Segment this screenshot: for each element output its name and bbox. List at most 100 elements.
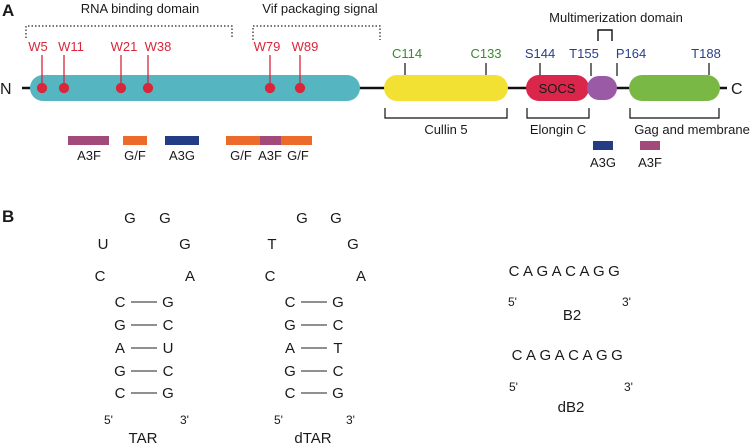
a3f-bar-1	[68, 136, 109, 145]
gf-bar-3	[281, 136, 312, 145]
dtar-stem-left-5: C	[285, 385, 296, 402]
dtar-loop-c: C	[265, 268, 276, 285]
tar-loop-a: A	[185, 268, 195, 285]
a3f-label-2: A3F	[258, 148, 282, 163]
p164-label: P164	[616, 46, 646, 61]
c133-label: C133	[470, 46, 501, 61]
tar-loop-g3: G	[179, 236, 191, 253]
w5-label: W5	[28, 39, 48, 54]
w11-marker	[58, 82, 70, 94]
cullin-binding-domain	[384, 75, 508, 101]
tar-stem-left-2: G	[114, 317, 126, 334]
c114-label: C114	[392, 46, 422, 61]
rna-binding-bracket	[25, 25, 233, 38]
socs-box	[526, 75, 589, 101]
dtar-stem-left-2: G	[284, 317, 296, 334]
w79-label: W79	[254, 39, 281, 54]
a3f-bar-3	[640, 141, 660, 150]
dtar-stem-left-3: A	[285, 340, 295, 357]
t155-label: T155	[569, 46, 599, 61]
tar-name: TAR	[129, 430, 158, 447]
dtar-stem-right-2: C	[333, 317, 344, 334]
db2-sequence: CAGACAGG	[512, 347, 627, 364]
tar-hairpin: G G U G C A C G A G C G C U C G	[95, 210, 195, 402]
b2-name: B2	[563, 307, 581, 324]
tar-loop-g2: G	[159, 210, 171, 227]
dtar-stem-right-1: G	[332, 294, 344, 311]
tar-loop-g1: G	[124, 210, 136, 227]
dtar-hairpin: G G T G C A C G A G C G C T C G	[265, 210, 366, 402]
n-terminus: N	[0, 81, 12, 98]
rna-binding-domain	[30, 75, 360, 101]
multimerization-motif	[587, 76, 617, 100]
dtar-stem-right-3: T	[333, 340, 342, 357]
b2-3prime: 3'	[622, 295, 631, 309]
tar-stem-right-1: G	[162, 294, 174, 311]
multimerization-bracket	[597, 29, 613, 41]
tar-3prime: 3'	[180, 413, 189, 427]
panel-a-label: A	[2, 1, 14, 20]
gf-label-3: G/F	[287, 148, 309, 163]
vif-packaging-bracket	[252, 25, 381, 40]
elonginc-bracket	[526, 108, 590, 119]
db2-name: dB2	[558, 399, 585, 416]
b2-5prime: 5'	[508, 295, 517, 309]
cullin5-label: Cullin 5	[424, 122, 467, 137]
dtar-loop-t: T	[267, 236, 276, 253]
b2-sequence: CAGACAGG	[509, 263, 624, 280]
gf-bar-2	[226, 136, 260, 145]
dtar-stem-left-4: G	[284, 363, 296, 380]
gag-membrane-label: Gag and membrane	[634, 122, 750, 137]
tar-stem-left-5: C	[115, 385, 126, 402]
dtar-stem-right-5: G	[332, 385, 344, 402]
multimerization-header: Multimerization domain	[549, 10, 683, 25]
tar-loop-u: U	[98, 236, 109, 253]
gf-label-2: G/F	[230, 148, 252, 163]
tar-5prime: 5'	[104, 413, 113, 427]
a3g-label-1: A3G	[169, 148, 195, 163]
panel-b-label: B	[2, 207, 14, 226]
dtar-name: dTAR	[294, 430, 331, 447]
gf-bar-1	[123, 136, 147, 145]
dtar-loop-g3: G	[347, 236, 359, 253]
gf-label-1: G/F	[124, 148, 146, 163]
tar-stem-right-5: G	[162, 385, 174, 402]
t188-label: T188	[691, 46, 721, 61]
a3f-bar-2	[260, 136, 281, 145]
tar-stem-right-3: U	[163, 340, 174, 357]
w21-label: W21	[111, 39, 138, 54]
w5-marker	[36, 82, 48, 94]
c-terminus: C	[731, 81, 743, 98]
a3g-bar-2	[593, 141, 613, 150]
s144-label: S144	[525, 46, 555, 61]
gag-membrane-domain	[629, 75, 720, 101]
db2-3prime: 3'	[624, 380, 633, 394]
dtar-5prime: 5'	[274, 413, 283, 427]
w38-label: W38	[145, 39, 172, 54]
tar-stem-left-3: A	[115, 340, 125, 357]
rna-binding-header: RNA binding domain	[81, 1, 200, 16]
w79-marker	[264, 82, 276, 94]
dtar-stem-left-1: C	[285, 294, 296, 311]
elonginc-label: Elongin C	[530, 122, 586, 137]
a3f-label-3: A3F	[638, 155, 662, 170]
w89-label: W89	[292, 39, 319, 54]
w21-marker	[115, 82, 127, 94]
dtar-loop-g2: G	[330, 210, 342, 227]
dtar-3prime: 3'	[346, 413, 355, 427]
w89-marker	[294, 82, 306, 94]
a3f-label-1: A3F	[77, 148, 101, 163]
a3g-label-2: A3G	[590, 155, 616, 170]
dtar-stem-right-4: C	[333, 363, 344, 380]
tar-stem-right-2: C	[163, 317, 174, 334]
gag-membrane-bracket	[629, 108, 720, 119]
tar-loop-c: C	[95, 268, 106, 285]
vif-packaging-header: Vif packaging signal	[262, 1, 378, 16]
dtar-loop-a: A	[356, 268, 366, 285]
a3g-bar-1	[165, 136, 199, 145]
tar-stem-left-1: C	[115, 294, 126, 311]
w11-label: W11	[58, 39, 84, 54]
socs-label: SOCS	[539, 81, 576, 96]
tar-stem-right-4: C	[163, 363, 174, 380]
